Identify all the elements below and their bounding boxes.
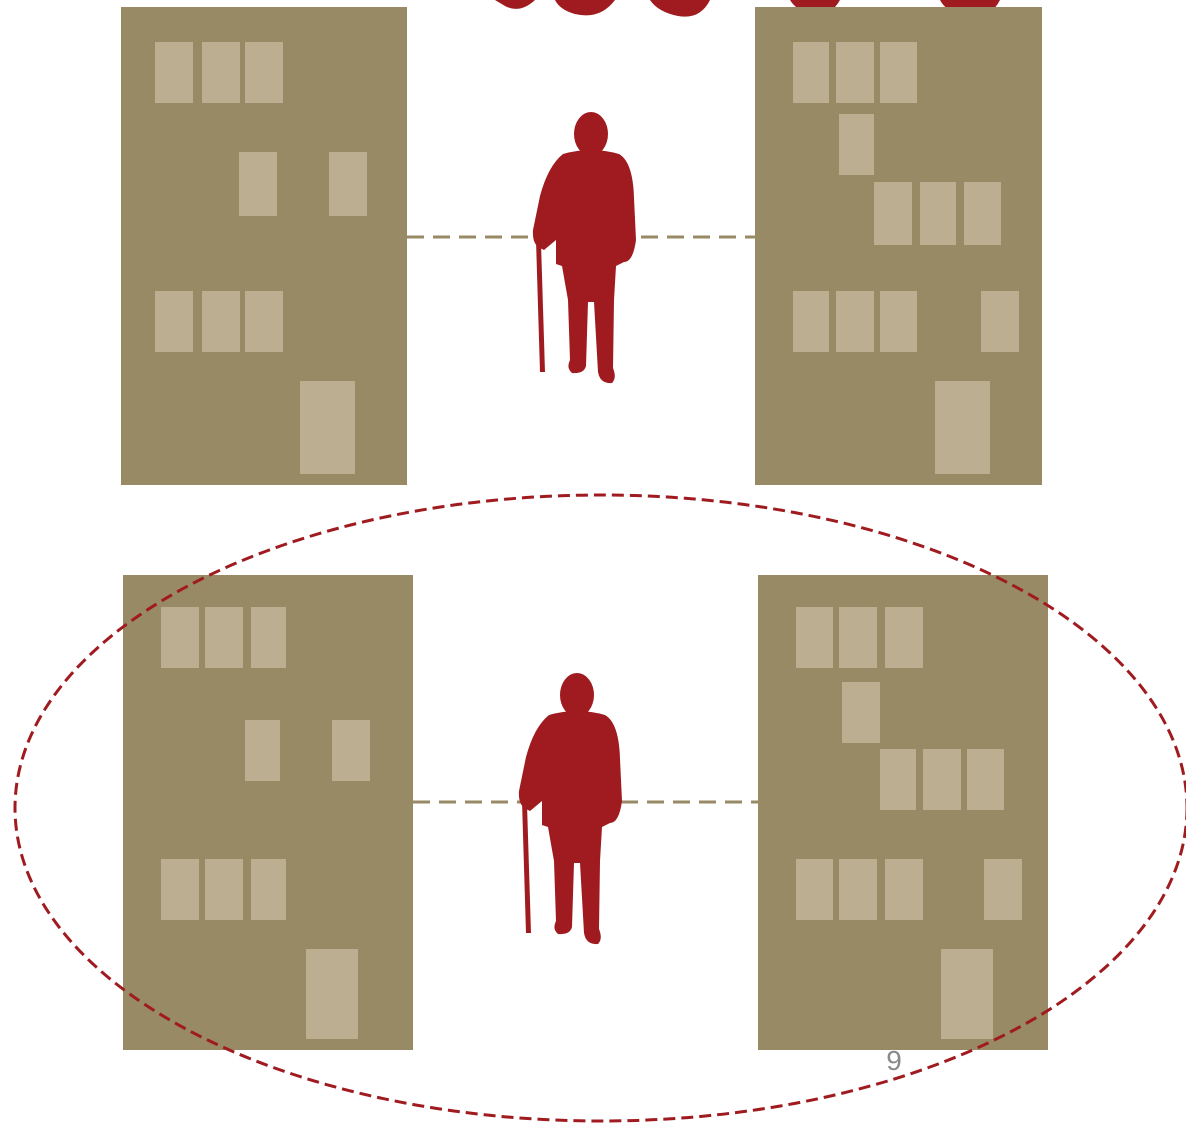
- building-top-right: [755, 7, 1042, 485]
- window: [885, 859, 923, 920]
- door: [300, 381, 355, 474]
- window: [205, 607, 243, 668]
- window: [202, 291, 240, 352]
- door: [306, 949, 358, 1039]
- window: [796, 859, 833, 920]
- window: [880, 291, 917, 352]
- elderly-person-with-cane-icon: [519, 673, 622, 944]
- window: [161, 859, 199, 920]
- window: [245, 291, 283, 352]
- window: [874, 182, 912, 245]
- door: [935, 381, 990, 474]
- bottom-scene: [123, 575, 1048, 1050]
- window: [251, 859, 286, 920]
- window: [923, 749, 961, 810]
- window: [839, 114, 874, 175]
- elderly-person-with-cane-icon: [533, 112, 636, 383]
- window: [880, 42, 917, 103]
- window: [885, 607, 923, 668]
- window: [836, 42, 874, 103]
- window: [155, 291, 193, 352]
- window: [984, 859, 1022, 920]
- window: [839, 607, 877, 668]
- window: [981, 291, 1019, 352]
- building-top-left: [121, 7, 407, 485]
- window: [245, 42, 283, 103]
- window: [920, 182, 956, 245]
- top-scene: [121, 7, 1042, 485]
- window: [796, 607, 833, 668]
- window: [880, 749, 916, 810]
- building-bottom-right: [758, 575, 1048, 1050]
- window: [964, 182, 1001, 245]
- window: [793, 42, 829, 103]
- window: [245, 720, 280, 781]
- window: [202, 42, 240, 103]
- window: [793, 291, 829, 352]
- building-bottom-left: [123, 575, 413, 1050]
- page-number: 9: [870, 1044, 918, 1078]
- window: [239, 152, 277, 216]
- window: [967, 749, 1004, 810]
- window: [251, 607, 286, 668]
- window: [155, 42, 193, 103]
- window: [332, 720, 370, 781]
- window: [842, 682, 880, 743]
- door: [941, 949, 993, 1039]
- window: [839, 859, 877, 920]
- window: [836, 291, 874, 352]
- window: [329, 152, 367, 216]
- window: [161, 607, 199, 668]
- window: [205, 859, 243, 920]
